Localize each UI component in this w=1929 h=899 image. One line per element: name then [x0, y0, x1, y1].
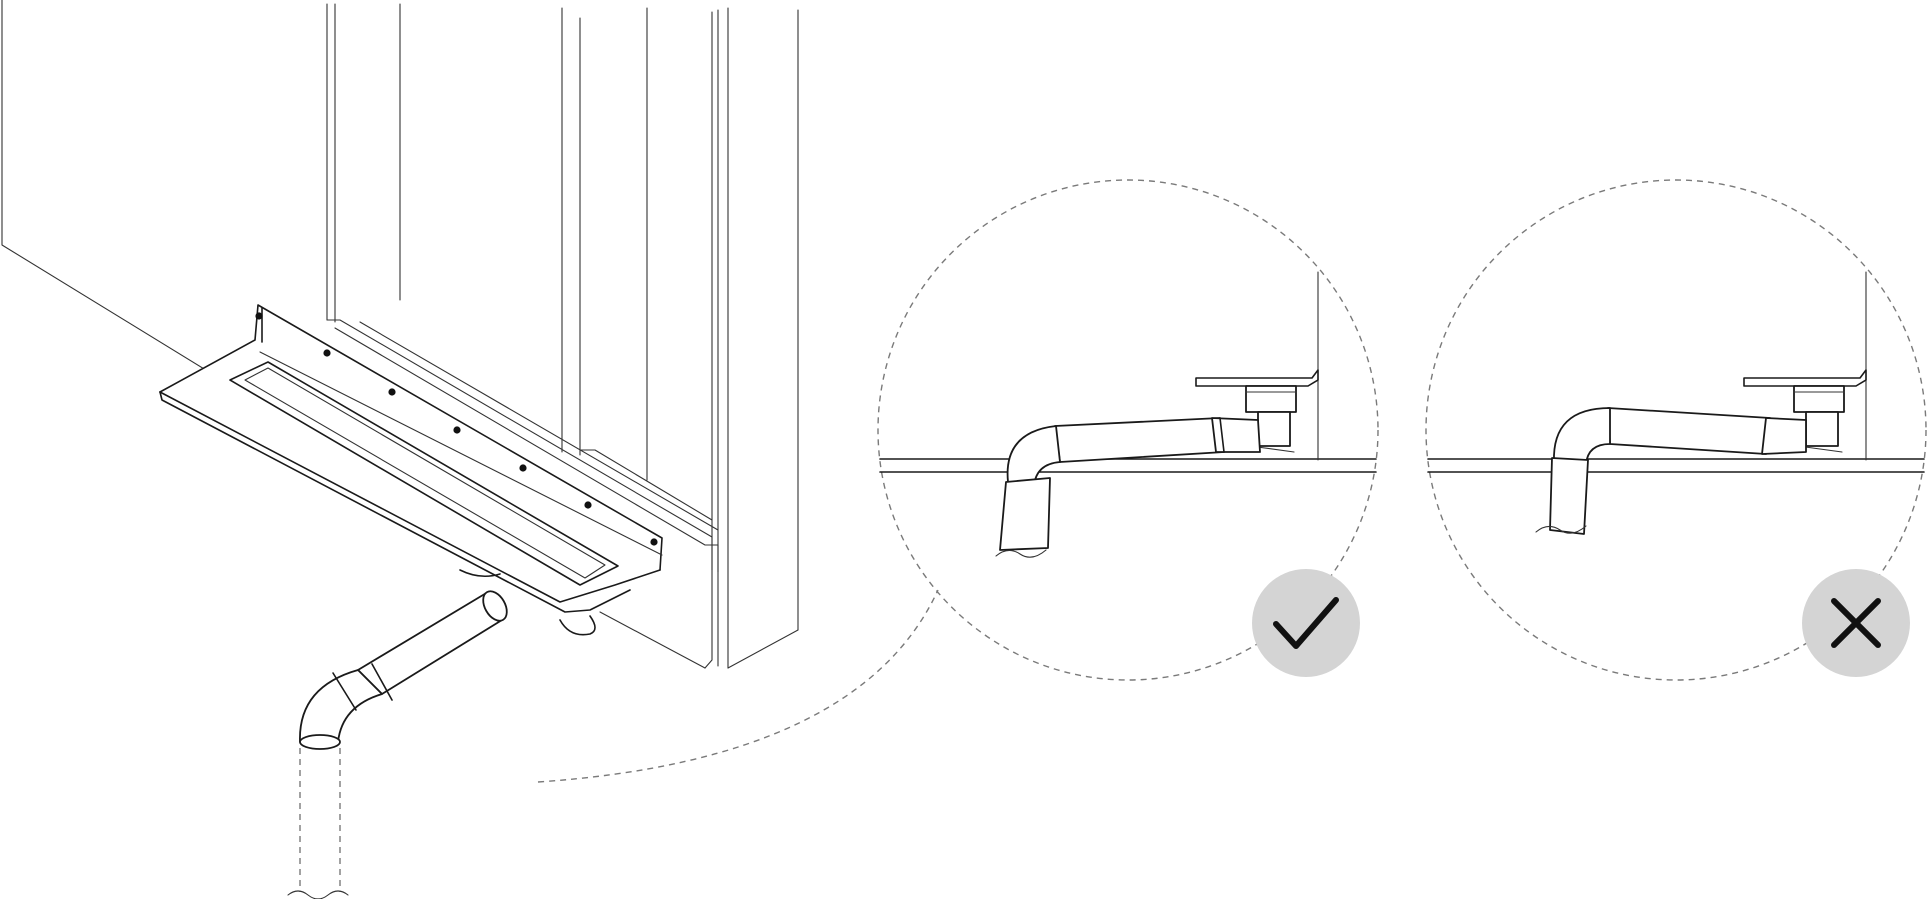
- wall-edge: [1, 0, 259, 403]
- drain-channel: [159, 304, 663, 636]
- drain-pipe: [287, 590, 508, 899]
- check-icon: [1252, 569, 1360, 677]
- detail-correct: [877, 179, 1379, 681]
- door-frame-illustration: [1, 0, 799, 669]
- detail-incorrect: [1425, 179, 1927, 681]
- detail-circle-correct: [877, 179, 1379, 681]
- detail-circle-incorrect: [1425, 179, 1927, 681]
- detail-leader-line: [537, 589, 939, 783]
- cross-icon: [1802, 569, 1910, 677]
